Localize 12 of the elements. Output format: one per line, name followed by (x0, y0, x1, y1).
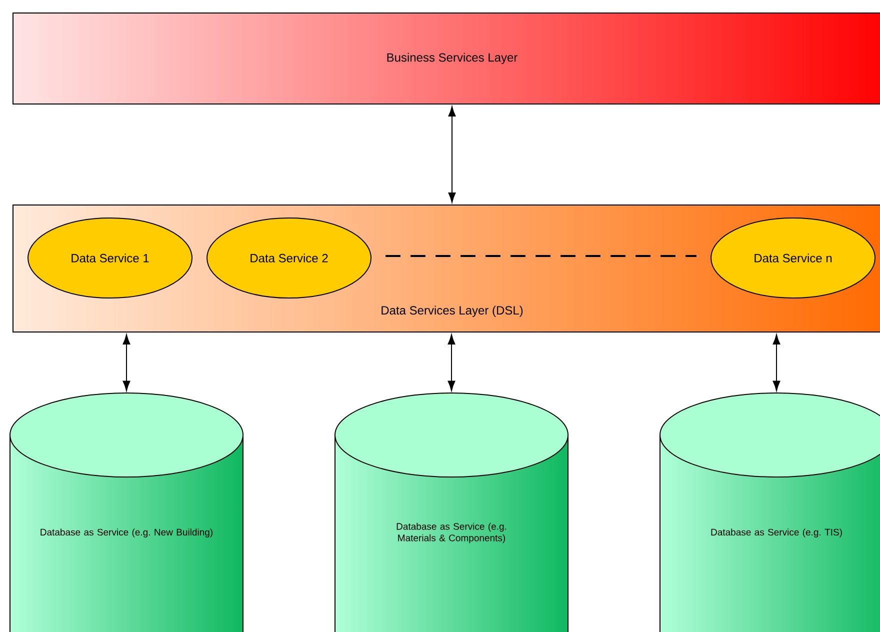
database-cylinder: Database as Service (e.g. Materials & Components) (334, 392, 568, 632)
node-label: Database as Service (e.g. TIS) (711, 528, 842, 538)
arrow (448, 106, 456, 203)
node-label: Database as Service (e.g. Materials & Components) (396, 522, 506, 544)
dashed-line (386, 255, 696, 257)
node-label: Database as Service (e.g. New Building) (40, 528, 212, 538)
arrow (772, 334, 780, 391)
arrow (448, 334, 456, 391)
database-cylinder: Database as Service (e.g. TIS) (660, 392, 880, 632)
database-cylinder: Database as Service (e.g. New Building) (10, 392, 244, 632)
arrow (122, 334, 130, 391)
layer-band: Business Services Layer (12, 12, 880, 104)
